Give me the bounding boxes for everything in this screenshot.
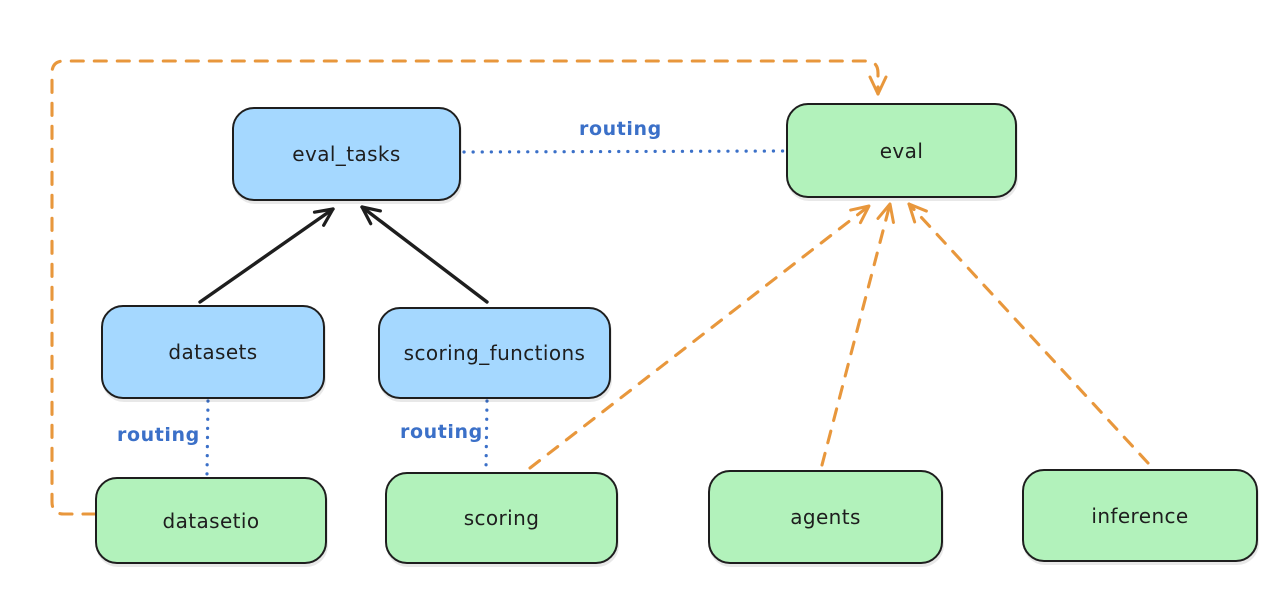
node-inference-label: inference (1091, 503, 1189, 528)
node-datasetio-label: datasetio (162, 508, 260, 533)
node-inference: inference (1022, 469, 1258, 562)
edge-inference-to-eval (907, 202, 1150, 465)
node-agents: agents (708, 470, 943, 564)
node-datasetio: datasetio (95, 477, 327, 564)
edge-datasetio-to-eval (50, 59, 888, 516)
node-eval-tasks: eval_tasks (232, 107, 461, 201)
node-eval: eval (786, 103, 1017, 198)
edge-datasets-to-eval-tasks (198, 207, 335, 304)
node-eval-tasks-label: eval_tasks (292, 142, 401, 166)
edge-scoring-functions-to-scoring-routing (484, 399, 489, 470)
node-scoring: scoring (385, 472, 618, 564)
edge-agents-to-eval (820, 202, 895, 467)
edge-label-routing-datasets-datasetio: routing (117, 424, 200, 446)
node-eval-label: eval (879, 138, 924, 163)
edge-scoring-functions-to-eval-tasks (360, 205, 489, 304)
edge-datasets-to-datasetio-routing (205, 399, 210, 476)
edge-scoring-to-eval (528, 204, 871, 470)
edge-eval-tasks-to-eval-routing (462, 149, 785, 154)
node-datasets: datasets (101, 305, 325, 399)
node-scoring-functions: scoring_functions (378, 307, 611, 399)
node-scoring-label: scoring (463, 506, 540, 530)
node-scoring-functions-label: scoring_functions (403, 341, 586, 365)
node-datasets-label: datasets (168, 340, 258, 364)
edge-label-routing-scoring-functions-scoring: routing (400, 421, 483, 443)
edge-label-routing-eval-tasks-eval: routing (579, 118, 662, 140)
node-agents-label: agents (790, 505, 861, 529)
